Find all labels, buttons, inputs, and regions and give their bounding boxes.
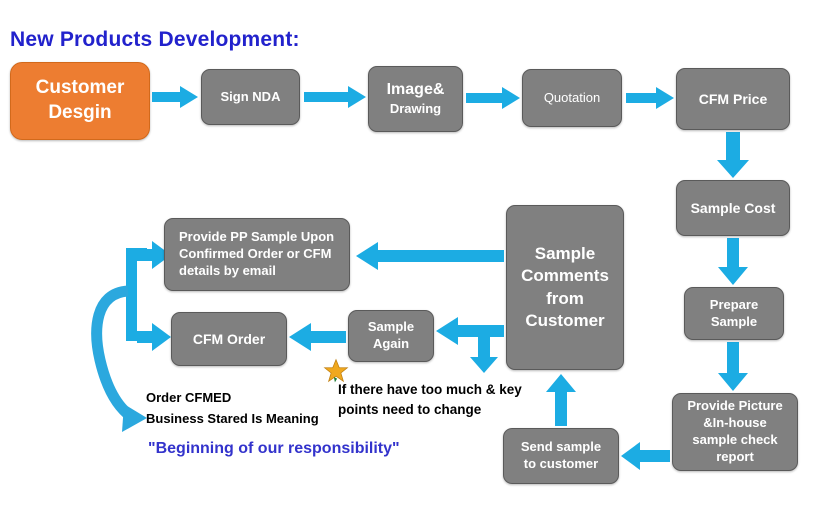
arrow-bus-to-pp — [126, 248, 147, 338]
node-image-line2: Drawing — [389, 100, 442, 116]
node-provide-picture-label: Provide Picture &In-house sample check r… — [687, 398, 783, 464]
note-change-condition: If there have too much & key points need… — [338, 382, 522, 417]
arrow-comments-branch-down — [470, 337, 498, 373]
arrow-customer-to-nda — [152, 86, 198, 108]
arrow-sampleagain-to-cfmorder — [289, 323, 346, 351]
arrow-comments-to-pp — [356, 242, 504, 270]
node-prepare-sample-label: Prepare Sample — [709, 296, 759, 329]
arrow-samplecost-to-prepare — [718, 238, 748, 285]
node-customer-design[interactable]: Customer Desgin — [10, 62, 150, 140]
arrow-sendsample-to-comments — [546, 374, 576, 426]
arrow-prepare-to-provpicture — [718, 342, 748, 391]
node-quotation-label: Quotation — [543, 89, 601, 105]
arrow-bus-head-bottom — [137, 323, 171, 351]
node-provide-pp-sample[interactable]: Provide PP Sample Upon Confirmed Order o… — [164, 218, 350, 291]
node-send-sample-label: Send sample to customer — [520, 439, 602, 471]
node-sample-again[interactable]: Sample Again — [348, 310, 434, 362]
node-cfm-price-label: CFM Price — [698, 90, 768, 107]
node-cfm-order[interactable]: CFM Order — [171, 312, 287, 366]
arrow-quotation-to-cfmprice — [626, 87, 674, 109]
page-title: New Products Development: — [10, 28, 300, 51]
node-provide-pp-sample-label: Provide PP Sample Upon Confirmed Order o… — [179, 229, 335, 278]
node-sign-nda[interactable]: Sign NDA — [201, 69, 300, 125]
arrow-comments-to-sampleagain — [436, 317, 504, 345]
node-sample-again-label: Sample Again — [367, 319, 415, 351]
node-cfm-price[interactable]: CFM Price — [676, 68, 790, 130]
arrow-curved-to-ordernote — [91, 285, 147, 432]
arrow-nda-to-image — [304, 86, 366, 108]
arrow-image-to-quotation — [466, 87, 520, 109]
node-quotation[interactable]: Quotation — [522, 69, 622, 127]
arrow-bus-vertical — [126, 249, 137, 341]
node-sample-cost[interactable]: Sample Cost — [676, 180, 790, 236]
node-provide-picture[interactable]: Provide Picture &In-house sample check r… — [672, 393, 798, 471]
note-order-cfmed: Order CFMED Business Stared Is Meaning — [146, 390, 319, 426]
node-image-drawing[interactable]: Image& Drawing — [368, 66, 463, 132]
node-image-line1: Image& — [386, 81, 445, 99]
arrow-provpicture-to-sendsample — [621, 442, 670, 470]
node-customer-design-label: Customer Desgin — [35, 77, 125, 123]
node-sample-comments[interactable]: Sample Comments from Customer — [506, 205, 624, 370]
node-cfm-order-label: CFM Order — [192, 330, 266, 347]
star-icon — [323, 358, 349, 383]
node-sample-comments-label: Sample Comments from Customer — [521, 244, 609, 330]
node-sign-nda-label: Sign NDA — [220, 88, 281, 104]
note-responsibility: "Beginning of our responsibility" — [148, 440, 400, 457]
node-prepare-sample[interactable]: Prepare Sample — [684, 287, 784, 340]
node-sample-cost-label: Sample Cost — [690, 199, 776, 216]
node-send-sample[interactable]: Send sample to customer — [503, 428, 619, 484]
arrow-cfmprice-to-samplecost — [717, 132, 749, 178]
